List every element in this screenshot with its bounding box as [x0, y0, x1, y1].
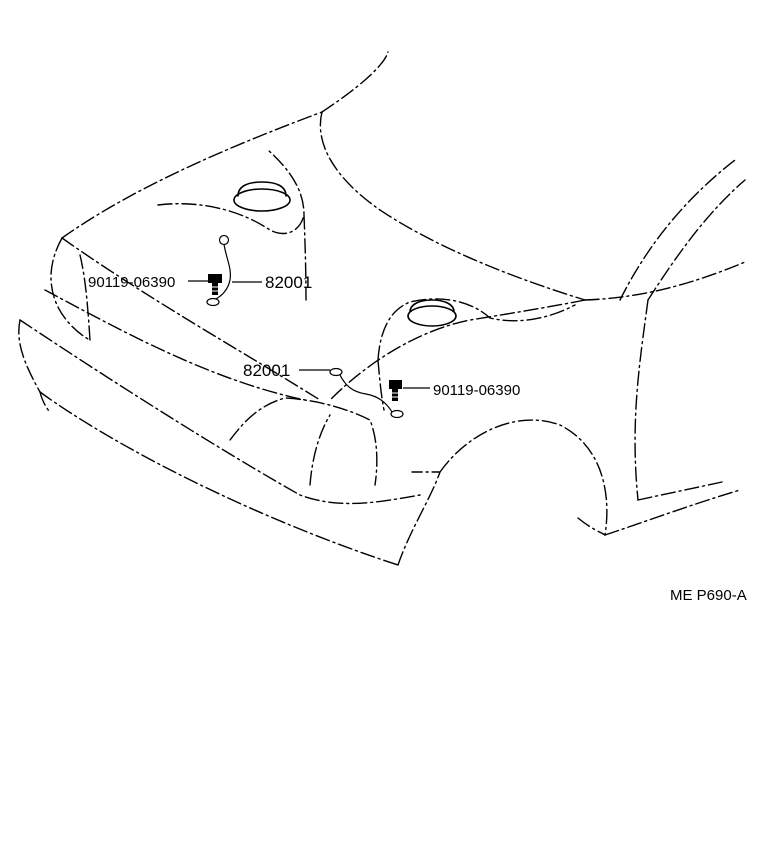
hood-rear-edge — [319, 111, 586, 301]
cowl-line — [584, 261, 746, 301]
fender-rear-edge — [634, 299, 649, 501]
left-apron — [157, 149, 305, 235]
bolt-right-label: 90119-06390 — [433, 382, 520, 399]
left-apron-vertical — [303, 214, 307, 301]
right-lamp-outline — [229, 397, 378, 486]
left-wire-terminal-top — [218, 234, 230, 246]
fender-top — [329, 299, 586, 401]
wire-left-label: 82001 — [265, 273, 312, 292]
left-wire-terminal-bottom — [206, 297, 220, 307]
right-apron-vertical — [377, 359, 385, 411]
hood-front-edge — [61, 111, 323, 239]
car-body-outline — [18, 51, 746, 566]
bumper-bottom — [39, 391, 399, 566]
right-wire-terminal-bottom — [390, 409, 404, 419]
strut-mounts — [233, 181, 457, 327]
bumper-upper — [44, 289, 306, 401]
a-pillar-outer — [619, 159, 736, 301]
hood-top-line — [321, 51, 389, 113]
left-lamp-inner — [79, 254, 91, 341]
right-strut-mount-top — [409, 299, 455, 313]
a-pillar-inner — [647, 179, 746, 301]
door-lower — [604, 489, 741, 536]
right-wire-terminal-top — [329, 367, 343, 377]
door-rocker — [637, 481, 723, 501]
bumper-right-end — [397, 471, 441, 566]
bolt-left-label: 90119-06390 — [88, 274, 175, 291]
left-wire — [213, 243, 231, 301]
figure-reference: ME P690-A — [670, 587, 747, 604]
left-strut-mount-top — [237, 181, 287, 197]
wheel-arch — [439, 419, 608, 536]
right-apron — [377, 298, 576, 361]
wire-right-label: 82001 — [243, 361, 290, 380]
bumper-return — [39, 391, 51, 413]
left-strut-mount — [233, 188, 291, 212]
right-strut-mount — [407, 305, 457, 327]
bumper-lower — [19, 319, 421, 505]
right-lamp-inner — [309, 414, 331, 486]
bumper-side — [18, 319, 41, 393]
right-harness-assembly — [299, 367, 430, 419]
left-harness-assembly — [188, 234, 262, 307]
left-bolt-icon — [208, 274, 222, 295]
right-wire — [339, 374, 393, 413]
wheel-arch-lower — [577, 517, 606, 536]
right-bolt-icon — [389, 380, 402, 401]
left-lamp-edge — [50, 237, 91, 341]
fascia-top — [61, 237, 321, 401]
